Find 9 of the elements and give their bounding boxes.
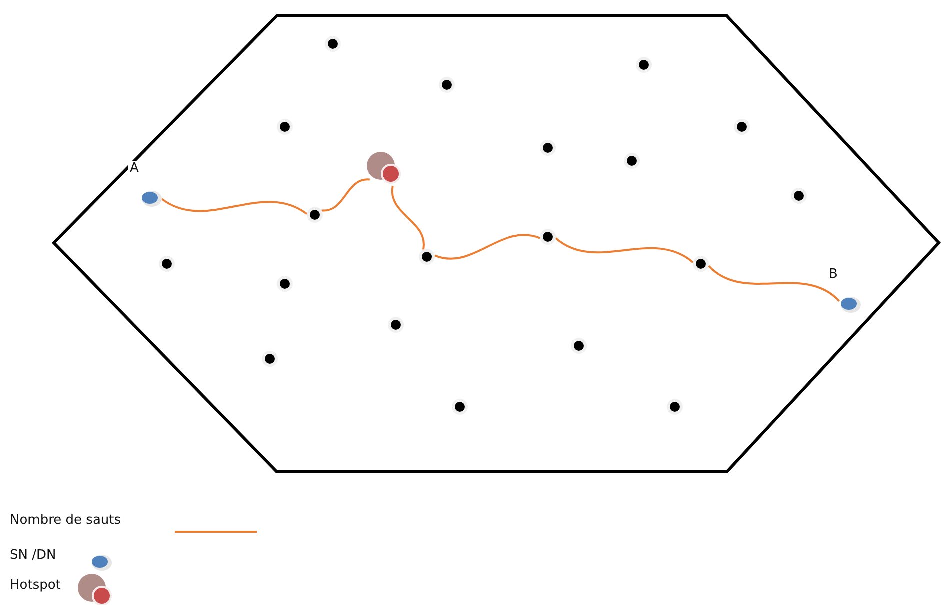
- legend-label: Hotspot: [10, 578, 61, 593]
- legend-label: Nombre de sauts: [10, 513, 122, 528]
- hop-path: [555, 238, 694, 264]
- hop-path: [391, 186, 425, 250]
- hop-path: [322, 178, 370, 212]
- legend-label: SN /DN: [10, 548, 56, 563]
- hop-path: [434, 234, 540, 260]
- hop-path: [708, 265, 840, 302]
- hop-path: [161, 198, 308, 216]
